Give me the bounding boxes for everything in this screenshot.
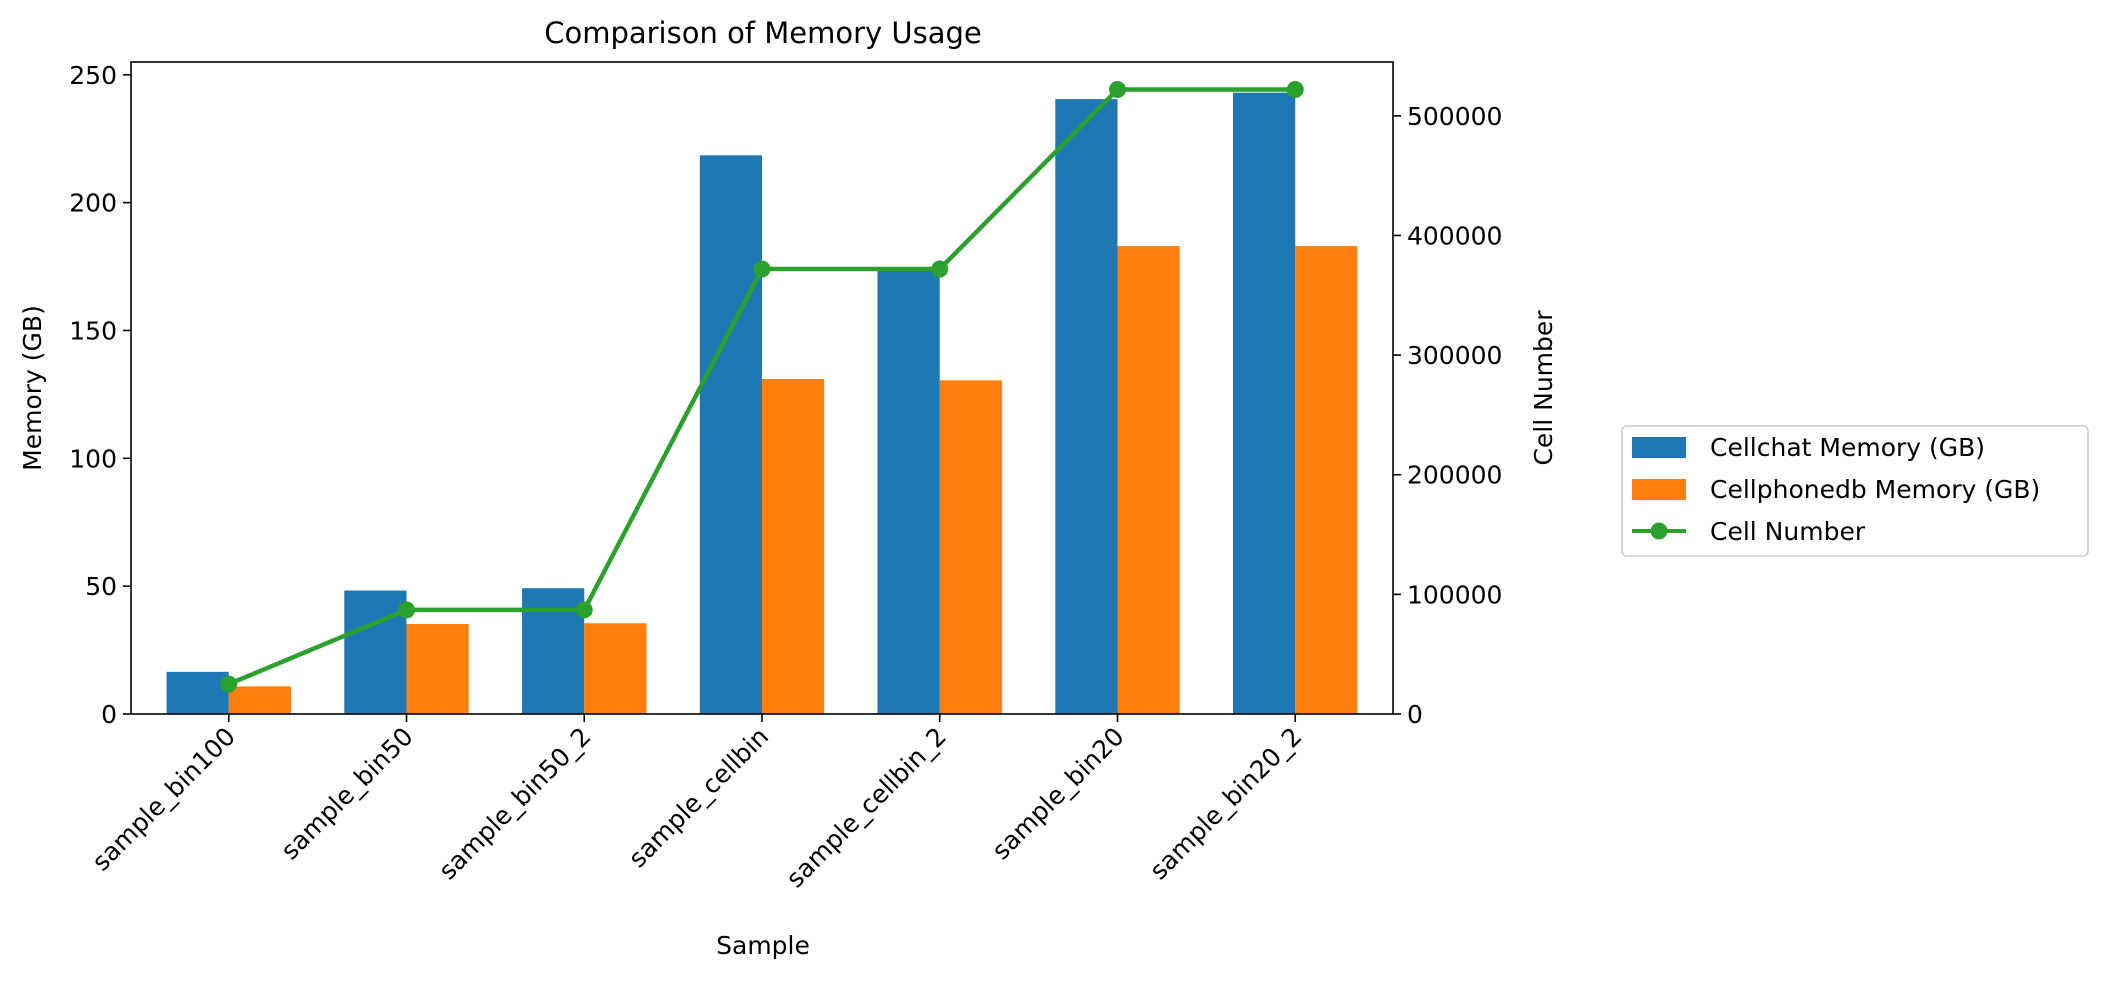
legend: Cellchat Memory (GB) Cellphonedb Memory … <box>1621 425 2089 557</box>
bar-cellphonedb-sample-bin50 <box>406 623 469 714</box>
point-cell-number-sample-cellbin-2 <box>931 260 949 278</box>
bar-cellchat-sample-cellbin <box>699 155 762 714</box>
y-axis-right: 0 100000 200000 300000 400000 500000 <box>1393 102 1502 729</box>
bar-cellchat-sample-bin20-2 <box>1233 92 1296 714</box>
bar-cellphonedb-sample-bin20 <box>1117 246 1180 714</box>
bar-cellchat-sample-bin50-2 <box>522 588 585 714</box>
y-tick-label-right: 100000 <box>1407 580 1502 609</box>
y-tick-label: 150 <box>69 316 117 345</box>
legend-swatch-cellphonedb <box>1632 479 1686 500</box>
y-axis-left: 0 50 100 150 200 250 <box>69 61 131 729</box>
legend-entry-cellphonedb: Cellphonedb Memory (GB) <box>1632 475 2040 504</box>
legend-label-cellchat: Cellchat Memory (GB) <box>1710 433 1985 462</box>
legend-entry-cell-number: Cell Number <box>1632 517 1866 546</box>
y-tick-label: 200 <box>69 189 117 218</box>
point-cell-number-sample-bin20 <box>1108 81 1126 99</box>
y-axis-label-right: Cell Number <box>1529 310 1558 466</box>
point-cell-number-sample-bin100 <box>220 675 238 693</box>
y-tick-label: 250 <box>69 61 117 90</box>
point-cell-number-sample-bin20-2 <box>1286 81 1304 99</box>
legend-label-cellphonedb: Cellphonedb Memory (GB) <box>1710 475 2040 504</box>
y-tick-label-right: 300000 <box>1407 341 1502 370</box>
bar-cellphonedb-sample-bin20-2 <box>1295 246 1358 714</box>
bar-cellchat-sample-bin100 <box>166 671 229 714</box>
x-axis-label: Sample <box>716 931 810 960</box>
point-cell-number-sample-bin50 <box>398 601 416 619</box>
y-tick-label-right: 0 <box>1407 700 1423 729</box>
legend-frame <box>1621 425 2089 557</box>
bars-layer <box>166 92 1358 714</box>
legend-entry-cellchat: Cellchat Memory (GB) <box>1632 433 1985 462</box>
y-axis-label: Memory (GB) <box>18 305 47 471</box>
bar-cellchat-sample-bin50 <box>344 590 407 714</box>
bar-cellphonedb-sample-cellbin-2 <box>939 380 1002 714</box>
bar-cellchat-sample-bin20 <box>1055 99 1118 714</box>
legend-swatch-cellchat <box>1632 437 1686 458</box>
bar-cellchat-sample-cellbin-2 <box>877 269 940 714</box>
y-tick-label-right: 400000 <box>1407 221 1502 250</box>
y-tick-label-right: 500000 <box>1407 102 1502 131</box>
legend-label-cell-number: Cell Number <box>1710 517 1866 546</box>
point-cell-number-sample-bin50-2 <box>575 601 593 619</box>
bar-cellphonedb-sample-cellbin <box>762 379 825 714</box>
chart-title: Comparison of Memory Usage <box>544 16 982 50</box>
bar-cellphonedb-sample-bin50-2 <box>584 623 647 714</box>
plot-area <box>130 61 1394 715</box>
line-layer <box>220 81 1304 693</box>
bar-cellphonedb-sample-bin100 <box>228 686 291 714</box>
y-tick-label: 50 <box>85 572 117 601</box>
y-tick-label-right: 200000 <box>1407 461 1502 490</box>
y-tick-label: 0 <box>101 700 117 729</box>
point-cell-number-sample-cellbin <box>753 260 771 278</box>
y-tick-label: 100 <box>69 444 117 473</box>
legend-marker-cell-number <box>1650 522 1668 540</box>
